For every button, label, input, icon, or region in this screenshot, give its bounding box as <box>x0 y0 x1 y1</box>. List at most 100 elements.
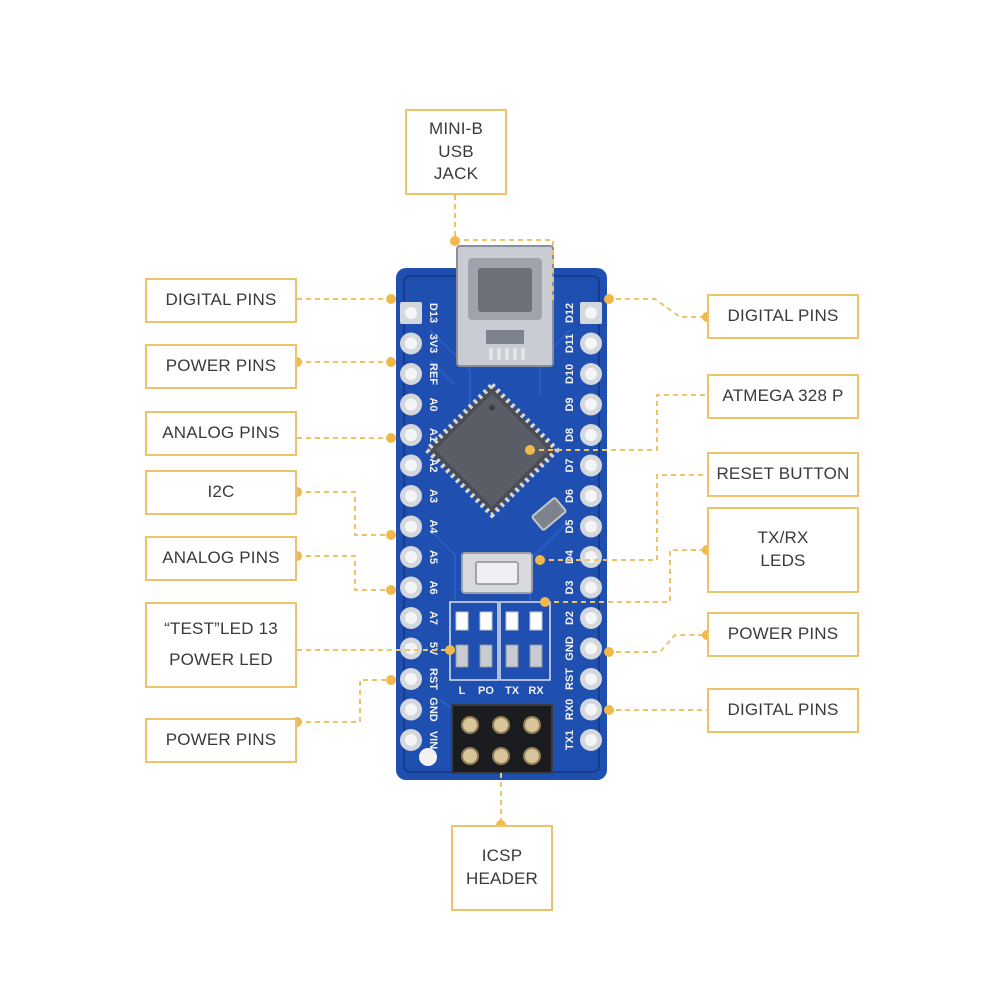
right-pin-label: D11 <box>564 334 576 354</box>
dot-usb <box>450 236 460 246</box>
left-pin-label: A0 <box>427 397 439 411</box>
right-pin-header <box>580 302 602 751</box>
leader-usb-bracket <box>455 239 554 300</box>
crystal <box>531 497 567 531</box>
left-pin-hole <box>405 398 417 411</box>
label-analog-pins-left-bottom: ANALOG PINS <box>145 536 297 581</box>
dot-power-left-bottom-b <box>386 675 396 685</box>
left-pin-hole <box>405 703 417 716</box>
left-pin-label: 3V3 <box>427 334 439 354</box>
icsp-header-pins <box>451 704 553 774</box>
right-pin-hole <box>585 459 597 472</box>
qfp-chip-icon <box>423 381 561 519</box>
right-pin-hole <box>585 490 597 502</box>
dot-analog-left-top <box>386 433 396 443</box>
dot-power-right-a <box>604 647 614 657</box>
leader-reset <box>540 474 707 561</box>
label-usb-jack: MINI-B USB JACK <box>405 109 507 195</box>
label-digital-pins-right-bottom: DIGITAL PINS <box>707 688 859 733</box>
led-label-tx: TX <box>505 685 520 697</box>
right-pin-label: D6 <box>564 489 576 503</box>
left-pin-label: GND <box>427 697 439 722</box>
left-pin-label: A5 <box>427 550 439 564</box>
left-pin-label: A7 <box>427 611 439 625</box>
right-pin-label: D4 <box>564 549 576 564</box>
left-pin-hole <box>405 459 417 472</box>
left-pin-hole <box>405 429 417 441</box>
led-label-l: L <box>459 685 466 697</box>
right-pin-label: D9 <box>564 397 576 411</box>
label-analog-pins-left-top: ANALOG PINS <box>145 411 297 456</box>
dot-power-left-top-b <box>386 357 396 367</box>
dot-txrx-a <box>540 597 550 607</box>
label-atmega: ATMEGA 328 P <box>707 374 859 419</box>
right-pin-label: D5 <box>564 519 576 533</box>
left-pin-hole <box>405 490 417 502</box>
left-pin-label: VIN <box>427 731 439 749</box>
leader-atmega <box>530 394 707 451</box>
left-pin-label: 5V <box>427 642 439 656</box>
tactile-button-icon <box>461 552 533 594</box>
left-pin-label: A3 <box>427 489 439 503</box>
dot-reset <box>535 555 545 565</box>
label-txrx-leds: TX/RX LEDS <box>707 507 859 593</box>
right-pin-hole <box>585 520 597 533</box>
label-power-pins-left-top: POWER PINS <box>145 344 297 389</box>
right-pin-label: RX0 <box>564 699 576 720</box>
dot-i2c-b <box>386 530 396 540</box>
right-pin-label: D12 <box>564 303 576 323</box>
left-pin-hole <box>405 642 417 655</box>
led-label-po: PO <box>478 685 494 697</box>
left-pin-label: REF <box>427 363 439 385</box>
right-pin-label: D2 <box>564 611 576 625</box>
label-digital-pins-left: DIGITAL PINS <box>145 278 297 323</box>
dot-digital-right-bottom <box>604 705 614 715</box>
callout-lines <box>297 195 707 825</box>
right-pin-hole <box>585 551 597 563</box>
right-pin-label: GND <box>564 636 576 661</box>
right-pin-hole <box>585 337 597 350</box>
label-power-pins-right: POWER PINS <box>707 612 859 657</box>
mounting-hole <box>419 748 437 766</box>
right-pin-label: TX1 <box>564 730 576 750</box>
dot-digital-left <box>386 294 396 304</box>
dot-test-led <box>445 645 455 655</box>
leader-i2c <box>297 491 396 536</box>
label-icsp-header: ICSP HEADER <box>451 825 553 911</box>
leader-power-right <box>607 634 707 653</box>
left-pin-hole <box>405 612 417 624</box>
dot-atmega <box>525 445 535 455</box>
dot-analog-left-bottom-b <box>386 585 396 595</box>
mini-usb-connector-icon <box>456 245 554 367</box>
left-pin-hole <box>405 581 417 594</box>
left-pin-hole <box>405 337 417 350</box>
label-reset-button: RESET BUTTON <box>707 452 859 497</box>
right-pin-hole <box>585 642 597 655</box>
right-pin-label: D7 <box>564 458 576 472</box>
leader-digital-right-top <box>607 298 707 318</box>
right-pin-label: RST <box>564 668 576 690</box>
left-pin-label: A6 <box>427 580 439 594</box>
label-digital-pins-right-top: DIGITAL PINS <box>707 294 859 339</box>
left-pin-header <box>400 302 422 751</box>
left-pin-hole <box>405 734 417 746</box>
left-pin-hole <box>405 551 417 563</box>
dot-digital-right-top-a <box>604 294 614 304</box>
right-pin-hole <box>585 612 597 624</box>
left-pin-label: D13 <box>427 303 439 323</box>
label-test-led: “TEST”LED 13 POWER LED <box>145 602 297 688</box>
right-pin-hole <box>585 429 597 441</box>
right-pin-label: D8 <box>564 428 576 442</box>
left-pin-hole <box>405 307 417 319</box>
right-pin-hole <box>585 368 597 380</box>
right-pin-hole <box>585 581 597 594</box>
right-pin-label: D3 <box>564 580 576 594</box>
led-group: L PO TX RX <box>449 601 551 697</box>
left-pin-hole <box>405 673 417 685</box>
left-pin-label: RST <box>427 668 439 690</box>
label-power-pins-left-bottom: POWER PINS <box>145 718 297 763</box>
leader-power-left-bottom <box>297 679 396 723</box>
